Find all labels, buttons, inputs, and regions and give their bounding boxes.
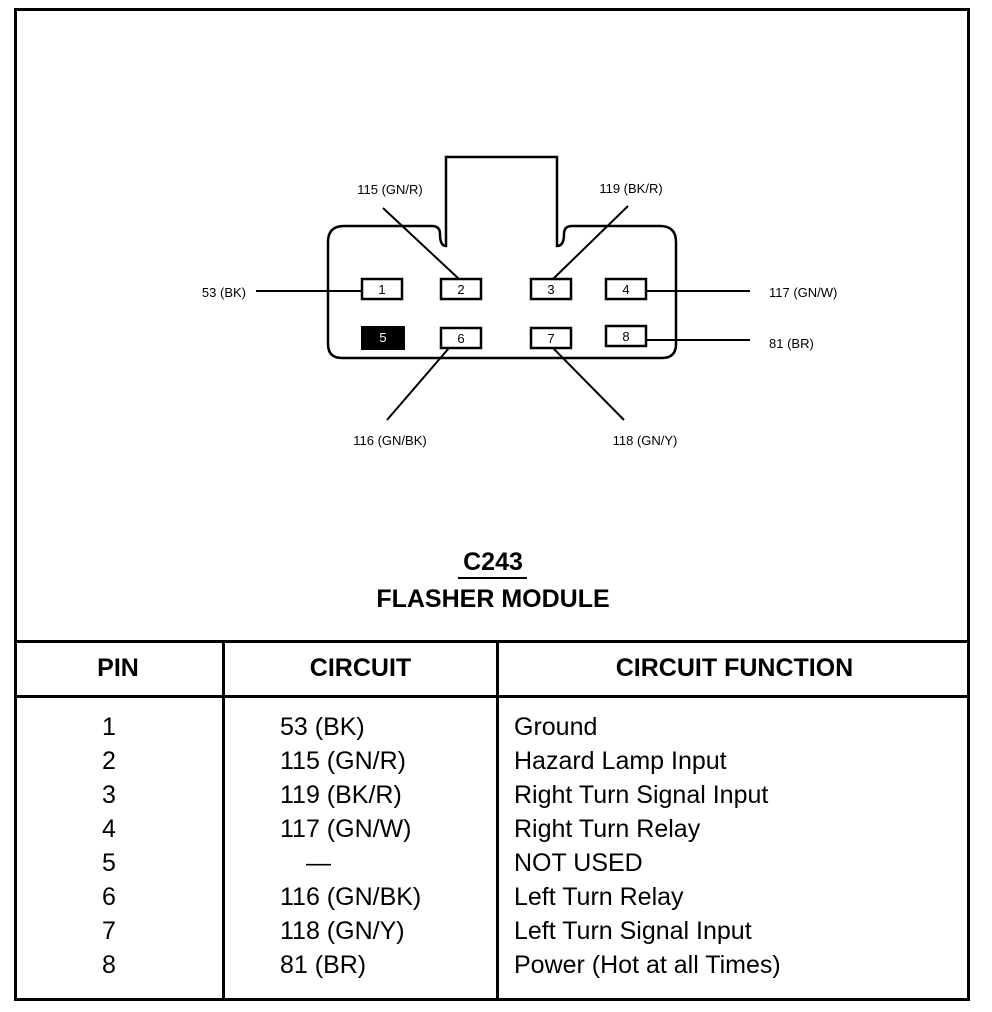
connector-diagram: 1 2 3 4 5 6 7 8 53 (BK) 115 (GN/R) 119 (… [202,155,837,613]
pin-6-number: 6 [457,331,464,346]
pin-4-number: 4 [622,282,629,297]
connector-name: FLASHER MODULE [376,585,609,613]
table-cell-function: Right Turn Signal Input [514,781,769,809]
label-pin-7: 118 (GN/Y) [613,433,678,448]
table-cell-pin: 8 [102,951,116,979]
table-cell-circuit: 116 (GN/BK) [280,883,422,911]
pin-4: 4 [604,277,648,301]
label-pin-2: 115 (GN/R) [357,182,423,197]
connector-body [326,155,678,360]
pin-2: 2 [439,277,483,301]
leader-pin-3 [552,205,629,280]
table-cell-function: Power (Hot at all Times) [514,951,781,979]
table-cell-function: Left Turn Signal Input [514,917,752,945]
table-cell-function: Left Turn Relay [514,883,684,911]
pin-3: 3 [529,277,573,301]
pin-1: 1 [360,277,404,301]
label-pin-8: 81 (BR) [769,336,814,351]
table-cell-pin: 5 [102,849,116,877]
label-pin-3: 119 (BK/R) [599,181,662,196]
table-cell-function: Ground [514,713,598,741]
header-pin: PIN [97,654,139,682]
column-divider-2 [496,640,499,1001]
pin-2-number: 2 [457,282,464,297]
table-cell-pin: 2 [102,747,116,775]
table-cell-pin: 3 [102,781,116,809]
pin-6: 6 [439,326,483,350]
leader-pin-6 [386,347,450,421]
label-pin-4: 117 (GN/W) [769,285,837,300]
header-circuit: CIRCUIT [309,654,412,682]
leader-pin-7 [552,347,625,421]
table-cell-function: Right Turn Relay [514,815,701,843]
pin-8-number: 8 [622,329,629,344]
diagram-frame [14,8,970,1001]
connector-code: C243 [463,548,523,576]
pin-1-number: 1 [378,282,385,297]
table-top-border [14,640,970,643]
label-pin-6: 116 (GN/BK) [353,433,426,448]
table-cell-circuit: 119 (BK/R) [280,781,402,809]
table-cell-function: NOT USED [514,849,643,877]
label-pin-1: 53 (BK) [202,285,246,300]
pin-7-number: 7 [547,331,554,346]
table-cell-pin: 1 [102,713,116,741]
table-cell-circuit: 81 (BR) [280,951,367,979]
leader-pin-2 [382,207,460,280]
pin-5-unused: 5 [361,326,405,350]
pin-7: 7 [529,326,573,350]
column-divider-1 [222,640,225,1001]
table-cell-pin: 4 [102,815,116,843]
pin-5-number: 5 [379,330,386,345]
pin-table: PIN CIRCUIT CIRCUIT FUNCTION 1 53 (BK) Gro… [14,640,970,1001]
table-cell-circuit: 53 (BK) [280,713,365,741]
table-cell-circuit: 115 (GN/R) [280,747,406,775]
table-cell-circuit: 118 (GN/Y) [280,917,405,945]
table-cell-pin: 6 [102,883,116,911]
table-cell-circuit: — [306,849,331,877]
table-cell-function: Hazard Lamp Input [514,747,727,775]
header-divider [14,695,970,698]
pin-3-number: 3 [547,282,554,297]
pin-8: 8 [604,324,648,348]
table-cell-circuit: 117 (GN/W) [280,815,412,843]
table-cell-pin: 7 [102,917,116,945]
header-circuit-function: CIRCUIT FUNCTION [615,654,854,682]
